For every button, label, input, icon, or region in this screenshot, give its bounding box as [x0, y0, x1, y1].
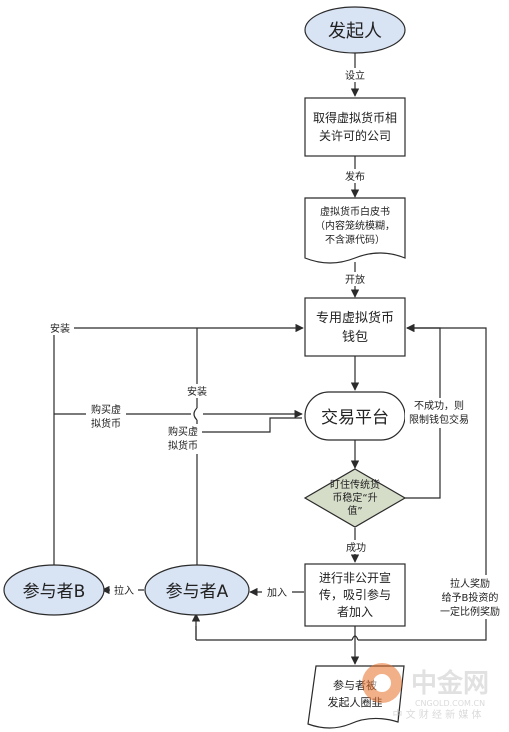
- label-bg-success: [340, 540, 372, 554]
- end-doc-label-line-2: 发起人圈韭: [328, 695, 383, 709]
- whitepaper-label-line-2: （内容笼统模糊，: [315, 219, 395, 232]
- edge-reward-loop: [358, 323, 487, 641]
- label-bg-establish: [340, 68, 370, 82]
- edge-label-buy-b-line-2: 拟货币: [91, 417, 121, 430]
- label-bg-buy-a: [164, 424, 202, 454]
- watermark-slogan: 中 文 财 经 新 媒 体: [392, 708, 481, 721]
- edge-label-buy-b-line-1: 购买虚: [91, 403, 121, 416]
- edge-label-reward-line-3: 一定比例奖励: [440, 605, 500, 618]
- participant-b-label: 参与者B: [23, 582, 86, 602]
- watermark-logo-inner-icon: [373, 674, 391, 692]
- edge-label-establish: 设立: [345, 69, 365, 82]
- exchange-label: 交易平台: [321, 408, 389, 428]
- edge-label-fail-line-2: 限制钱包交易: [409, 413, 469, 426]
- edge-label-install-a: 安装: [187, 385, 207, 398]
- edge-label-reward-line-2: 给予B投资的: [442, 591, 499, 604]
- label-bg-open: [340, 272, 370, 286]
- watermark-brand: 中金网: [411, 668, 489, 699]
- label-bg-fail: [405, 398, 475, 428]
- wallet-label-line-1: 专用虚拟货币: [316, 310, 394, 326]
- edge-buy-a: [197, 417, 302, 433]
- edge-label-fail-line-1: 不成功，则: [414, 399, 464, 412]
- label-bg-install-a: [182, 384, 212, 398]
- wallet-label-line-2: 钱包: [342, 330, 368, 345]
- company-label-line-2: 关许可的公司: [319, 128, 391, 143]
- label-bg-install-b: [46, 321, 74, 335]
- decision-node: [303, 468, 407, 528]
- watermark: 中金网 CNGOLD.COM.CN 中 文 财 经 新 媒 体: [362, 663, 489, 721]
- edge-label-open: 开放: [345, 273, 365, 286]
- initiator-label: 发起人: [328, 21, 382, 42]
- company-node: [304, 97, 406, 157]
- company-label-line-1: 取得虚拟货币相: [313, 110, 397, 125]
- label-bg-reward: [438, 575, 502, 619]
- edge-label-reward-line-1: 拉人奖励: [450, 577, 490, 590]
- label-bg-pull-in: [110, 583, 138, 597]
- decision-label-line-3: 值”: [347, 504, 362, 517]
- label-bg-publish: [340, 169, 370, 183]
- decision-label-line-2: 币稳定“升: [332, 491, 377, 504]
- initiator-node: [304, 6, 406, 54]
- wallet-node: [304, 297, 406, 357]
- promotion-label-line-3: 者加入: [337, 605, 373, 619]
- whitepaper-label-line-3: 不含源代码）: [325, 233, 385, 246]
- promotion-label-line-2: 传，吸引参与: [319, 587, 391, 602]
- edge-label-publish: 发布: [345, 170, 365, 183]
- decision-label-line-1: 盯住传统货: [330, 478, 380, 491]
- whitepaper-node: [304, 197, 406, 264]
- participant-a-node: [144, 564, 250, 616]
- participant-b-node: [3, 564, 105, 616]
- whitepaper-label-line-1: 虚拟货币白皮书: [320, 205, 390, 218]
- watermark-domain: CNGOLD.COM.CN: [415, 699, 485, 708]
- label-bg-buy-b: [86, 402, 126, 432]
- edge-label-pull-in: 拉入: [114, 584, 134, 597]
- edge-label-install-b: 安装: [50, 322, 70, 335]
- promotion-node: [304, 563, 406, 627]
- label-bg-join-a: [262, 585, 292, 599]
- edge-reward-hop: [351, 635, 359, 641]
- promotion-label-line-1: 进行非公开宣: [319, 570, 391, 585]
- participant-a-label: 参与者A: [166, 582, 229, 602]
- edge-label-success: 成功: [346, 542, 366, 554]
- edge-label-buy-a-line-1: 购买虚: [168, 425, 198, 438]
- edge-label-join-a: 加入: [267, 587, 287, 599]
- edge-install-a-hop: [193, 407, 198, 421]
- edge-label-buy-a-line-2: 拟货币: [168, 439, 198, 452]
